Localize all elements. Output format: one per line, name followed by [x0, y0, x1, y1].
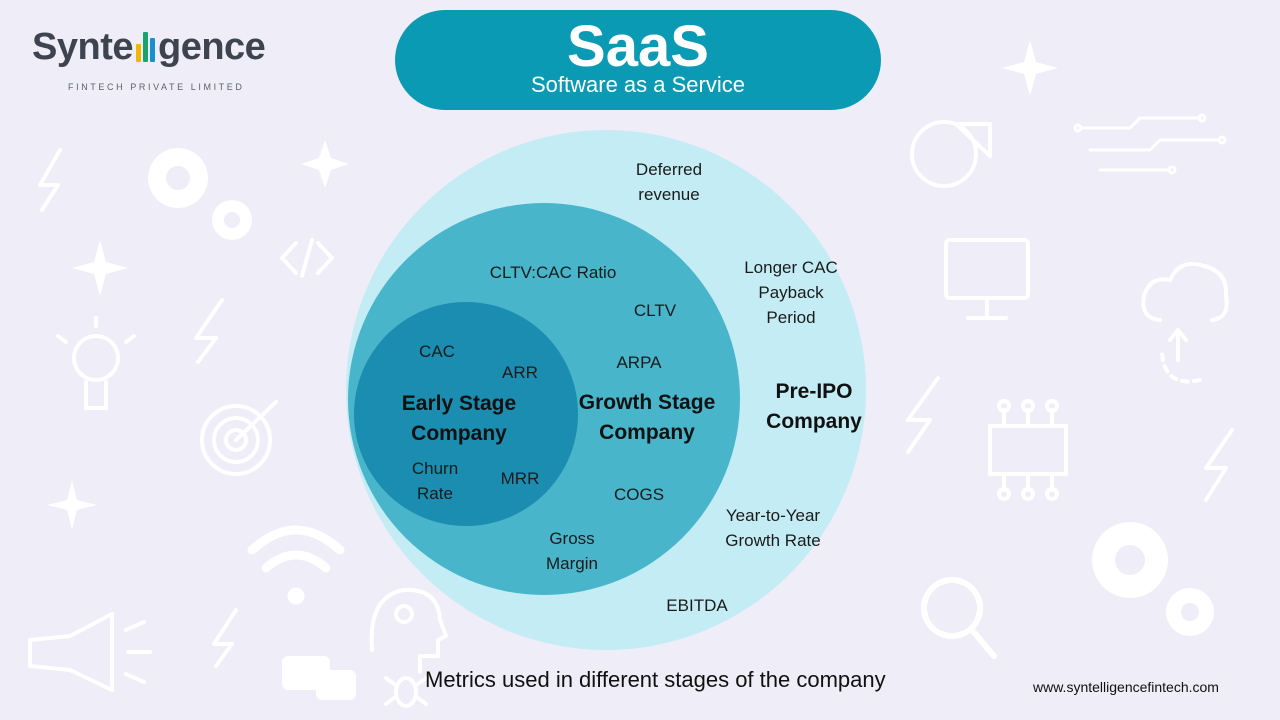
logo-bars-icon [135, 32, 155, 62]
sparkle-icon [72, 240, 128, 296]
metric-gross-margin: Gross Margin [532, 526, 612, 576]
pre-ipo-label: Pre-IPO Company [754, 377, 874, 437]
lightning-icon [1204, 428, 1234, 502]
logo-word-left: Synte [32, 26, 133, 68]
metric-churn-rate: Churn Rate [395, 456, 475, 506]
metric-cltv: CLTV [633, 301, 677, 320]
metric-ebitda: EBITDA [666, 596, 728, 615]
code-icon [280, 238, 334, 278]
lightning-icon [194, 298, 224, 364]
early-stage-line-2: Company [411, 422, 507, 445]
company-logo: Synte gence FINTECH PRIVATE LIMITED [32, 28, 272, 98]
metric-cltv-cac-ratio: CLTV:CAC Ratio [489, 263, 617, 282]
bug-icon [384, 676, 428, 708]
metric-longer-cac-payback: Longer CAC Payback Period [731, 255, 851, 330]
metric-cac: CAC [419, 342, 455, 361]
gross-margin-line-1: Gross [549, 529, 595, 548]
api-chip-icon [988, 399, 1068, 501]
diagram-caption: Metrics used in different stages of the … [425, 667, 886, 692]
metric-arr: ARR [502, 363, 538, 382]
payback-line-1: Longer CAC [744, 258, 838, 277]
head-gear-icon [369, 587, 448, 674]
pie-chart-icon [910, 120, 992, 188]
target-icon [200, 400, 278, 476]
lightning-icon [906, 376, 940, 454]
growth-stage-label: Growth Stage Company [567, 388, 727, 448]
title-banner: SaaS Software as a Service [395, 10, 881, 110]
deferred-line-2: revenue [638, 185, 700, 204]
yoy-line-2: Growth Rate [725, 531, 821, 550]
lightning-icon [212, 608, 238, 668]
sparkle-icon [47, 480, 97, 530]
lightning-icon [38, 148, 62, 212]
gear-icon [166, 166, 240, 228]
circuit-icon [1073, 113, 1227, 175]
metric-cogs: COGS [613, 485, 665, 504]
sparkle-icon [1002, 40, 1058, 96]
megaphone-icon [28, 612, 152, 692]
magnifier-icon [921, 577, 997, 659]
early-stage-circle [354, 302, 578, 526]
pre-ipo-line-1: Pre-IPO [775, 380, 853, 403]
growth-stage-line-1: Growth Stage [578, 391, 716, 414]
gross-margin-line-2: Margin [546, 554, 598, 573]
wifi-icon [247, 525, 345, 605]
metric-deferred-revenue: Deferred revenue [619, 157, 719, 207]
growth-stage-line-2: Company [599, 421, 695, 444]
early-stage-label: Early Stage Company [379, 389, 539, 449]
churn-line-2: Rate [417, 484, 453, 503]
yoy-line-1: Year-to-Year [725, 506, 821, 525]
payback-line-2: Payback [758, 283, 824, 302]
early-stage-line-1: Early Stage [401, 392, 517, 415]
metric-yoy-growth-rate: Year-to-Year Growth Rate [713, 503, 833, 553]
sparkle-icon [301, 140, 349, 188]
pre-ipo-line-2: Company [766, 410, 862, 433]
chat-icon [282, 656, 356, 700]
title-subtitle: Software as a Service [531, 72, 745, 97]
churn-line-1: Churn [411, 459, 459, 478]
metric-arpa: ARPA [616, 353, 662, 372]
gear-icon [1115, 545, 1199, 621]
logo-word-right: gence [157, 26, 266, 68]
cloud-sync-icon [1141, 261, 1229, 384]
title-main: SaaS [567, 14, 709, 79]
payback-line-3: Period [766, 308, 816, 327]
metric-mrr: MRR [500, 469, 540, 488]
website-url: www.syntelligencefintech.com [1033, 679, 1219, 695]
monitor-icon [944, 238, 1030, 320]
deferred-line-1: Deferred [635, 160, 703, 179]
lightbulb-icon [56, 316, 136, 410]
logo-subtitle: FINTECH PRIVATE LIMITED [68, 82, 245, 92]
